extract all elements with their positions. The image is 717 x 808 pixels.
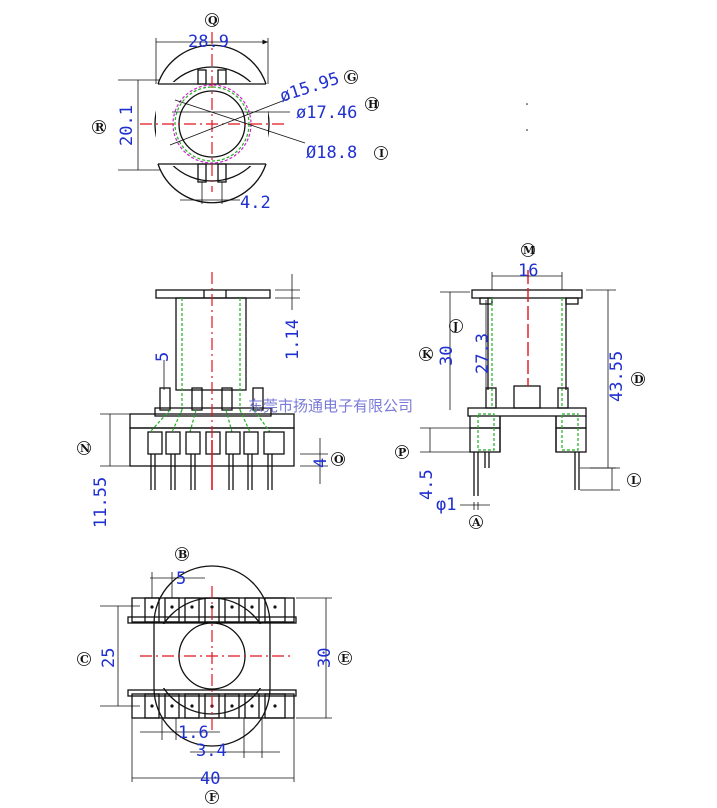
svg-text:L: L (631, 474, 639, 487)
label-h: H (365, 97, 379, 111)
svg-text:J: J (452, 320, 458, 333)
dim-17-46: ø17.46 (296, 103, 357, 123)
label-o: O (331, 452, 345, 466)
label-n: N (77, 441, 91, 455)
stray-dots (526, 103, 528, 131)
label-c: C (77, 652, 91, 666)
company-watermark: 东莞市扬通电子有限公司 (248, 397, 413, 415)
label-l: L (627, 473, 641, 487)
svg-text:K: K (422, 348, 432, 361)
svg-text:A: A (471, 516, 481, 529)
dim-15-95: ø15.95 (277, 69, 342, 107)
dim-43-55: 43.55 (607, 351, 627, 402)
label-i: I (374, 146, 388, 160)
svg-text:E: E (341, 652, 349, 665)
svg-text:O: O (334, 453, 344, 466)
svg-text:B: B (178, 548, 187, 561)
svg-text:M: M (523, 244, 535, 257)
svg-text:F: F (209, 791, 217, 804)
top-view: 28.9 20.1 ø15.95 ø17.46 Ø18.8 4.2 Q R G … (92, 13, 388, 213)
dim-20-1: 20.1 (117, 105, 137, 146)
label-k: K (419, 347, 433, 361)
svg-text:N: N (80, 442, 90, 455)
dim-pitch-5: 5 (176, 569, 186, 589)
label-m: M (521, 243, 535, 257)
label-g: G (344, 70, 358, 84)
label-j: J (449, 319, 463, 333)
svg-text:P: P (398, 446, 406, 459)
dim-1-14: 1.14 (283, 319, 303, 360)
svg-text:G: G (347, 71, 356, 84)
dim-18-8: Ø18.8 (306, 143, 357, 163)
dim-1-6: 1.6 (178, 723, 209, 743)
svg-text:R: R (95, 121, 105, 134)
svg-text:I: I (379, 147, 384, 160)
dim-11-55: 11.55 (91, 477, 111, 528)
label-r: R (92, 120, 106, 134)
label-q: Q (205, 13, 219, 27)
svg-text:Q: Q (208, 14, 218, 27)
bottom-view: 5 25 30 1.6 3.4 40 B C E F (77, 547, 352, 804)
label-e: E (338, 651, 352, 665)
side-view: 16 27.3 30 43.55 4.5 φ1 M J K D P L A (395, 243, 645, 529)
dim-3-4: 3.4 (196, 741, 227, 761)
svg-text:D: D (634, 373, 644, 386)
dim-30-side: 30 (437, 346, 457, 366)
front-view: 5 1.14 11.55 4 N O (77, 272, 345, 528)
dim-16: 16 (518, 261, 538, 281)
dim-4: 4 (311, 458, 331, 468)
dim-28-9: 28.9 (188, 32, 229, 52)
dim-4-2: 4.2 (240, 193, 271, 213)
label-p: P (395, 445, 409, 459)
dim-30: 30 (315, 648, 335, 668)
dim-27-3: 27.3 (473, 333, 493, 374)
dim-4-5: 4.5 (417, 469, 437, 500)
dim-25: 25 (99, 648, 119, 668)
dim-40: 40 (200, 769, 220, 789)
label-d: D (631, 372, 645, 386)
svg-text:H: H (368, 98, 378, 111)
label-a: A (469, 515, 483, 529)
label-b: B (175, 547, 189, 561)
label-f: F (205, 790, 219, 804)
dim-phi-1: φ1 (436, 495, 456, 515)
svg-text:C: C (80, 653, 89, 666)
dim-5: 5 (153, 352, 173, 362)
